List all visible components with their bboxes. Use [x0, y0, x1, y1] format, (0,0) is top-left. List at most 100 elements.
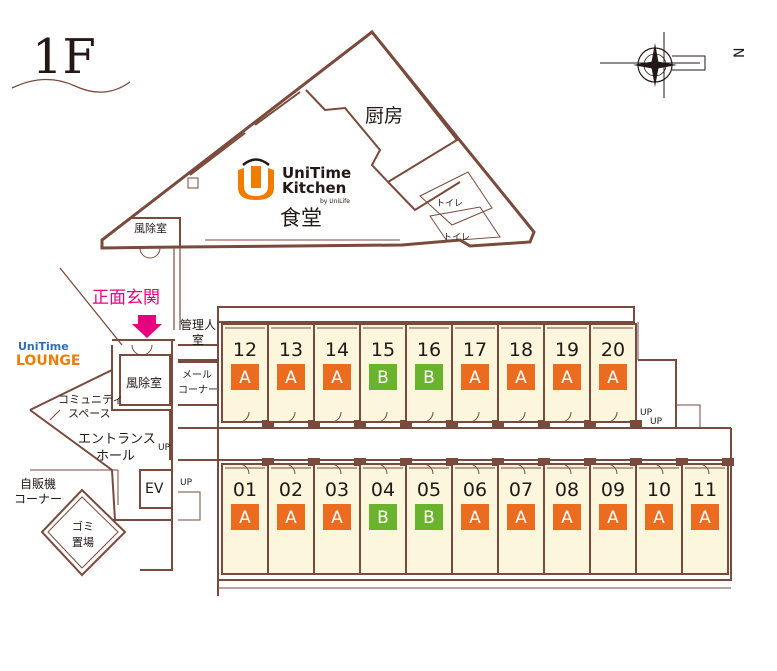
room-unit-20[interactable]: 20A: [589, 323, 642, 428]
room-type-letter: A: [239, 368, 251, 388]
room-unit-12[interactable]: 12A: [221, 323, 274, 428]
door-icon: [606, 411, 618, 423]
room-type-letter: A: [469, 368, 481, 388]
room-unit-06[interactable]: 06A: [451, 458, 504, 575]
room-unit-13[interactable]: 13A: [267, 323, 320, 428]
room-unit-08[interactable]: 08A: [543, 458, 596, 575]
floor-label-underline: [11, 78, 131, 93]
dining-wing: [100, 29, 536, 330]
room-type-letter: A: [561, 508, 573, 528]
room-type-letter: A: [699, 508, 711, 528]
room-number: 15: [371, 339, 395, 361]
room-type-badge: [599, 504, 627, 530]
wall-post: [630, 458, 642, 466]
kitchen-label: 厨房: [365, 105, 403, 127]
room-type-letter: B: [423, 368, 435, 388]
kitchen-logo-line2: Kitchen: [282, 179, 346, 197]
lounge-area: [29, 267, 219, 577]
door-icon: [468, 463, 480, 475]
room-type-badge: [507, 364, 535, 390]
room-type-letter: A: [469, 508, 481, 528]
lounge-logo-line1: UniTime: [18, 340, 69, 353]
room-type-badge: [645, 504, 673, 530]
wall-post: [676, 458, 688, 466]
room-unit-16[interactable]: 16B: [405, 323, 458, 428]
entrance-hall-label-l1: エントランス: [78, 432, 156, 447]
wall-post: [584, 420, 596, 428]
door-icon: [330, 411, 342, 423]
room-type-badge: [415, 364, 443, 390]
room-unit-15[interactable]: 15B: [359, 323, 412, 428]
room-unit-07[interactable]: 07A: [497, 458, 550, 575]
room-unit-18[interactable]: 18A: [497, 323, 550, 428]
room-number: 16: [417, 339, 441, 361]
room-unit-19[interactable]: 19A: [543, 323, 596, 428]
room-type-letter: A: [331, 368, 343, 388]
room-number: 05: [417, 479, 441, 501]
garbage-area-label-l1: ゴミ: [72, 519, 94, 533]
door-icon: [422, 463, 434, 475]
room-type-badge: [323, 364, 351, 390]
room-type-letter: A: [607, 368, 619, 388]
door-icon: [468, 411, 480, 423]
room-type-letter: A: [561, 368, 573, 388]
room-type-badge: [553, 364, 581, 390]
room-type-letter: B: [377, 508, 389, 528]
up-label-right-2: UP: [650, 417, 663, 427]
door-icon: [376, 411, 388, 423]
wall-post: [630, 420, 642, 428]
vending-corner-label-l1: 自販機: [20, 476, 56, 491]
kitchen-logo-by: by UniLife: [320, 198, 350, 205]
door-icon: [284, 411, 296, 423]
room-type-letter: A: [285, 368, 297, 388]
room-type-badge: [231, 364, 259, 390]
room-type-letter: B: [377, 368, 389, 388]
dining-label: 食堂: [280, 206, 322, 230]
manager-room-label-l1: 管理人: [180, 317, 216, 332]
wall-post: [446, 458, 458, 466]
room-number: 02: [279, 479, 303, 501]
room-type-letter: A: [331, 508, 343, 528]
room-type-badge: [277, 504, 305, 530]
room-type-badge: [691, 504, 719, 530]
door-icon: [330, 463, 342, 475]
room-unit-14[interactable]: 14A: [313, 323, 366, 428]
room-unit-02[interactable]: 02A: [267, 458, 320, 575]
room-number: 08: [555, 479, 579, 501]
room-type-letter: A: [239, 508, 251, 528]
mail-corner-label-l2: コーナー: [178, 384, 218, 396]
room-number: 18: [509, 339, 533, 361]
door-icon: [560, 411, 572, 423]
room-type-badge: [599, 364, 627, 390]
room-unit-10[interactable]: 10A: [635, 458, 688, 575]
wall-post: [538, 458, 550, 466]
room-type-letter: A: [515, 368, 527, 388]
room-unit-04[interactable]: 04B: [359, 458, 412, 575]
up-label-right-1: UP: [640, 408, 653, 418]
door-icon: [514, 463, 526, 475]
room-unit-11[interactable]: 11A: [681, 458, 734, 575]
wall-post: [538, 420, 550, 428]
main-entrance-label: 正面玄関: [92, 288, 160, 308]
toilet-label-1: トイレ: [436, 199, 463, 209]
room-number: 13: [279, 339, 303, 361]
door-icon: [422, 411, 434, 423]
kitchen-logo-line1: UniTime: [282, 164, 351, 182]
room-number: 03: [325, 479, 349, 501]
windbreak-main-label: 風除室: [126, 375, 162, 390]
room-type-badge: [369, 364, 397, 390]
room-unit-03[interactable]: 03A: [313, 458, 366, 575]
room-type-letter: A: [653, 508, 665, 528]
room-type-badge: [231, 504, 259, 530]
room-number: 17: [463, 339, 487, 361]
room-type-letter: A: [515, 508, 527, 528]
wall-post: [446, 420, 458, 428]
room-number: 06: [463, 479, 487, 501]
up-label-stair-left: UP: [180, 478, 193, 488]
room-number: 01: [233, 479, 257, 501]
room-type-badge: [461, 504, 489, 530]
room-unit-17[interactable]: 17A: [451, 323, 504, 428]
room-unit-01[interactable]: 01A: [221, 458, 274, 575]
room-unit-09[interactable]: 09A: [589, 458, 642, 575]
room-unit-05[interactable]: 05B: [405, 458, 458, 575]
